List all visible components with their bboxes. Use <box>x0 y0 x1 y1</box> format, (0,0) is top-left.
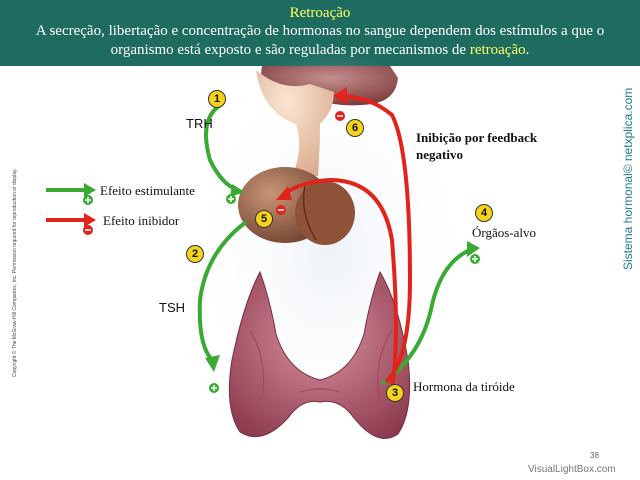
arrow-to-target-organs <box>380 241 480 386</box>
arrow-feedback-pituitary <box>276 177 398 389</box>
copyright-notice: Copyright © The McGraw-Hill Companies, I… <box>12 168 18 377</box>
plus-icon <box>226 194 236 204</box>
page-number: 38 <box>590 451 599 460</box>
plus-icon <box>209 383 219 393</box>
tsh-label: TSH <box>159 300 185 315</box>
legend-inhibitor-label: Efeito inibidor <box>103 213 180 228</box>
step-5-marker: 5 <box>255 210 273 228</box>
legend-stimulant-arrow <box>46 183 96 197</box>
minus-icon <box>335 111 345 121</box>
arrow-feedback-hypothalamus <box>333 87 413 384</box>
minus-icon <box>276 205 286 215</box>
description-end: . <box>525 42 530 58</box>
description-text: A secreção, libertação e concentração de… <box>35 23 605 58</box>
thyroid-gland <box>228 270 411 439</box>
legend-stimulant-label: Efeito estimulante <box>100 183 195 198</box>
slide-description: A secreção, libertação e concentração de… <box>10 22 630 60</box>
description-highlight: retroação <box>469 42 526 58</box>
plus-icon <box>470 254 480 264</box>
target-organs-label: Órgãos-alvo <box>472 225 537 240</box>
trh-label: TRH <box>186 116 213 131</box>
inhibition-label-line2: negativo <box>416 147 463 162</box>
minus-icon <box>83 225 93 235</box>
watermark-line1: Copyright netxplica com permissão <box>250 445 410 455</box>
site-credit: VisualLightBox.com <box>528 464 616 475</box>
side-credit: Sistema hormonal© netxplica.com <box>621 87 635 270</box>
step-4-marker: 4 <box>475 204 493 222</box>
step-6-marker: 6 <box>346 119 364 137</box>
pituitary-stalk <box>256 70 334 176</box>
arrow-trh <box>204 102 245 197</box>
legend-inhibitor-arrow <box>46 213 96 227</box>
arrow-tsh <box>197 220 248 372</box>
step-2-marker: 2 <box>186 245 204 263</box>
watermark-line2: necessária para reprodução ou exibição. <box>238 457 422 467</box>
thyroid-hormone-label: Hormona da tiróide <box>413 379 515 394</box>
step-3-marker: 3 <box>386 384 404 402</box>
inhibition-label-line1: Inibição por feedback <box>416 130 538 145</box>
plus-icon <box>83 195 93 205</box>
slide-title: Retroação <box>289 5 351 21</box>
step-1-marker: 1 <box>208 90 226 108</box>
